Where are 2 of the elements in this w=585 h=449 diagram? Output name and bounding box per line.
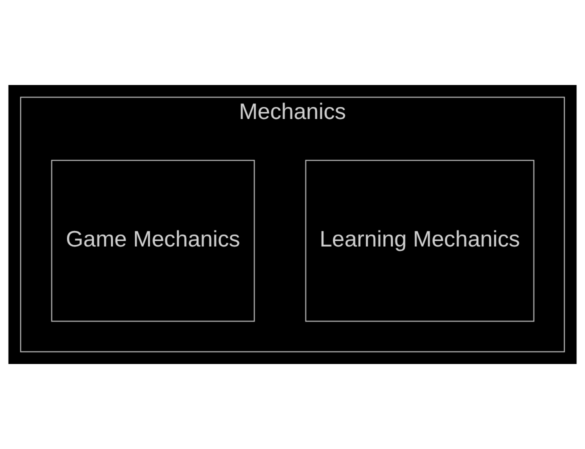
node-box: Game Mechanics bbox=[51, 160, 255, 322]
node-box: Learning Mechanics bbox=[305, 160, 534, 322]
